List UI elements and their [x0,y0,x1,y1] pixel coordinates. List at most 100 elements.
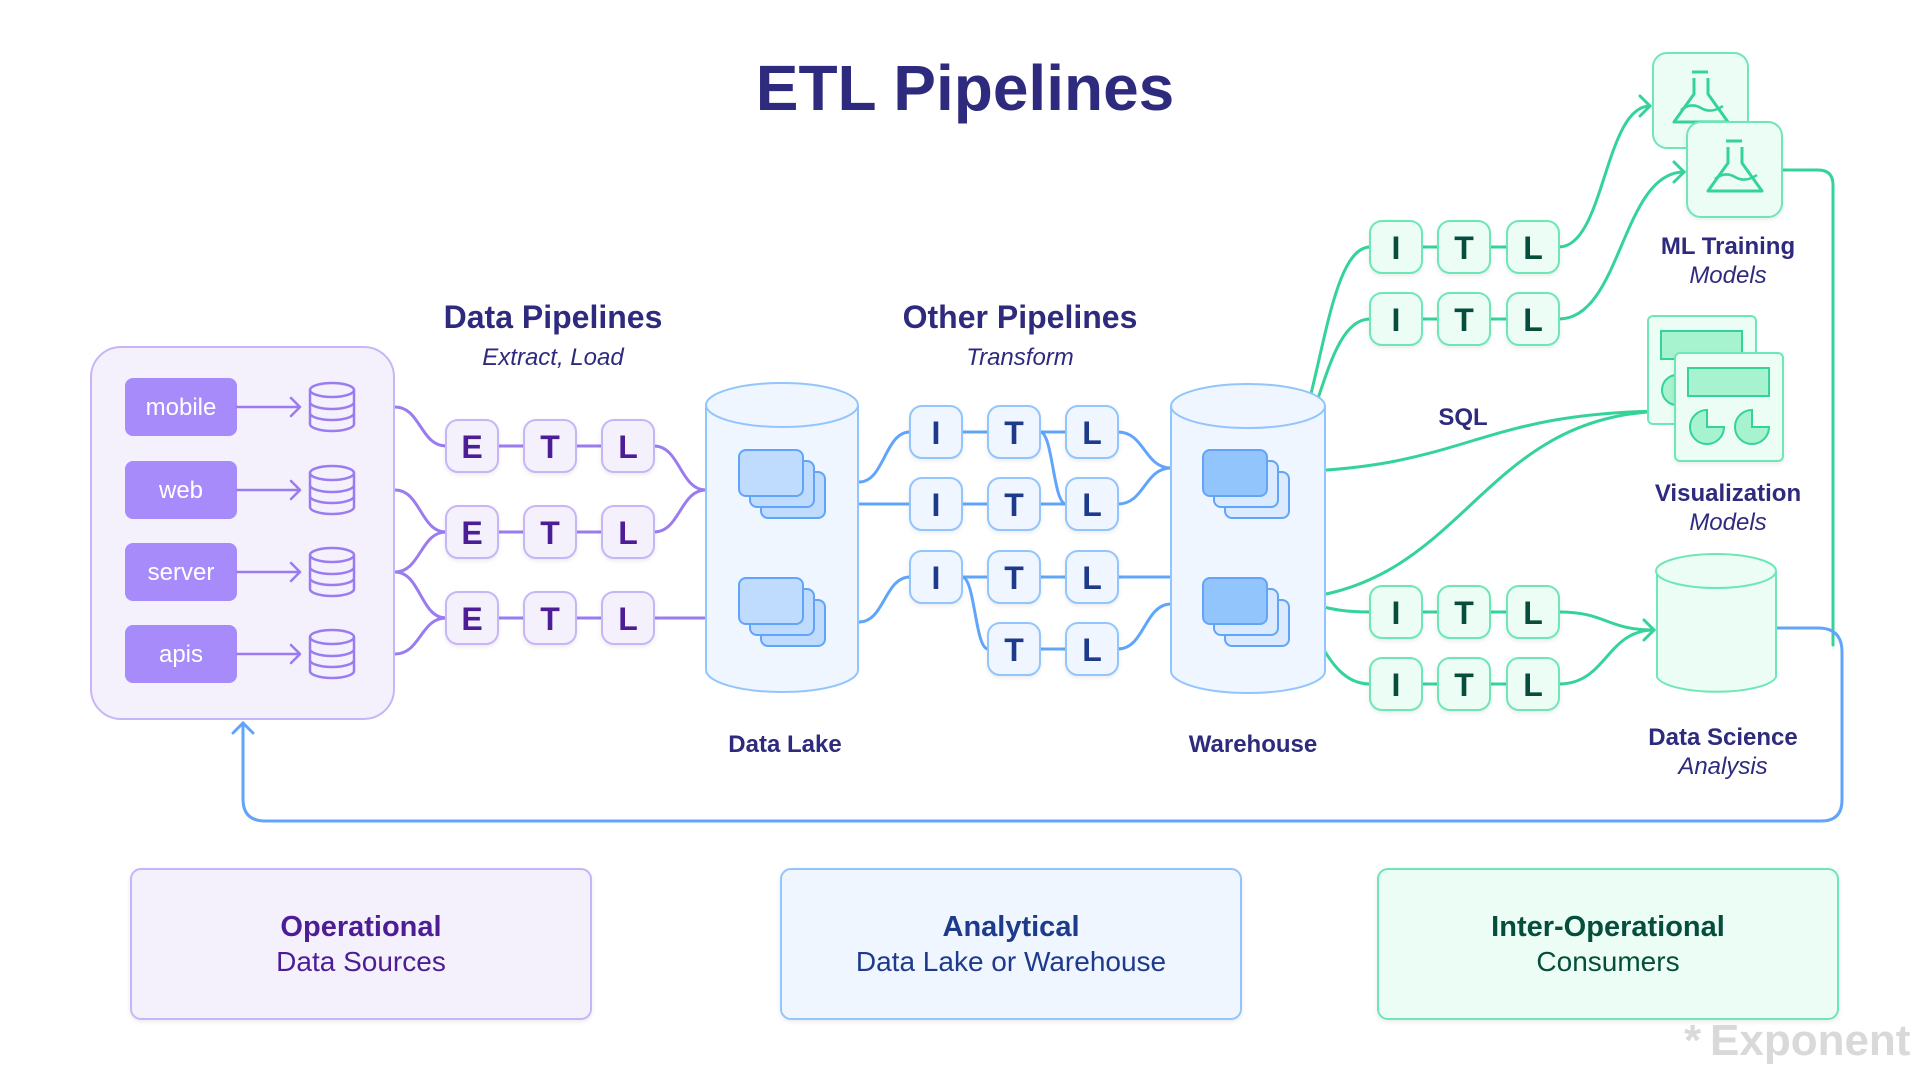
load-to-warehouse-line [1116,430,1173,470]
step-letter: T [1454,302,1474,338]
cross-link-line [960,575,990,651]
database-icon [308,381,356,433]
pipeline-step-l[interactable]: L [1506,657,1560,711]
pipeline-step-l[interactable]: L [601,591,655,645]
step-letter: I [932,487,941,523]
data-science-title: Data Science [1648,724,1797,751]
other-pipelines-heading: Other Pipelines [903,299,1138,335]
pipeline-step-t[interactable]: T [1437,292,1491,346]
lake-to-ingest-line [857,430,912,484]
feedback-to-sources-line [241,626,1844,823]
pipeline-step-i[interactable]: I [1369,585,1423,639]
step-letter: T [540,429,560,465]
source-apis[interactable]: apis [125,625,356,683]
dashboard-icon [1674,352,1784,462]
watermark-text: Exponent [1710,1016,1911,1065]
pipeline-step-t[interactable]: T [987,477,1041,531]
pipeline-step-l[interactable]: L [1065,405,1119,459]
load-to-ml-line [1557,170,1686,321]
arrow-right-icon [235,561,302,583]
ml-training-consumer[interactable] [1652,52,1783,218]
step-letter: L [1523,302,1543,338]
load-to-ds-line [1557,610,1656,632]
pipeline-step-t[interactable]: T [523,591,577,645]
data-pipelines-subtitle: Extract, Load [482,344,624,371]
step-letter: I [932,415,941,451]
source-server[interactable]: server [125,543,356,601]
step-letter: L [1523,667,1543,703]
step-letter: L [1523,595,1543,631]
pipeline-step-i[interactable]: I [1369,657,1423,711]
pipeline-step-l[interactable]: L [601,419,655,473]
category-operational: Operational Data Sources [130,868,592,1020]
pipeline-step-l[interactable]: L [1065,622,1119,676]
pipeline-step-i[interactable]: I [909,405,963,459]
pipeline-step-t[interactable]: T [523,419,577,473]
pipeline-step-l[interactable]: L [601,505,655,559]
source-chip[interactable] [125,543,237,601]
category-title: Inter-Operational [1491,911,1725,943]
step-letter: I [1392,230,1401,266]
pipeline-step-l[interactable]: L [1506,292,1560,346]
pipeline-step-i[interactable]: I [909,550,963,604]
pipeline-step-l[interactable]: L [1506,585,1560,639]
category-subtitle: Consumers [1536,946,1679,977]
pipeline-step-i[interactable]: I [1369,292,1423,346]
visualization-consumer[interactable] [1647,315,1784,462]
pipeline-step-t[interactable]: T [987,405,1041,459]
pipeline-step-e[interactable]: E [445,419,499,473]
source-web[interactable]: web [125,461,356,519]
pipeline-step-t[interactable]: T [987,622,1041,676]
pipeline-step-t[interactable]: T [987,550,1041,604]
pipeline-step-l[interactable]: L [1065,477,1119,531]
pipeline-step-i[interactable]: I [1369,220,1423,274]
pipeline-step-i[interactable]: I [909,477,963,531]
dataset-cards-icon [738,449,826,519]
ml-feedback-line [1780,168,1835,647]
source-chip[interactable] [125,461,237,519]
pipeline-step-l[interactable]: L [1065,550,1119,604]
step-letter: I [1392,302,1401,338]
data-lake-label: Data Lake [728,731,841,758]
source-chip[interactable] [125,378,237,436]
data-science-consumer[interactable] [1655,553,1777,693]
load-to-warehouse-line [1116,466,1173,506]
source-to-extract-line [393,616,448,656]
database-icon [308,546,356,598]
sql-label: SQL [1438,404,1487,431]
source-chip[interactable] [125,625,237,683]
cross-link-line [1038,430,1068,506]
category-title: Operational [280,911,441,943]
source-label: apis [159,641,203,668]
exponent-watermark: * Exponent [1684,1016,1911,1065]
pipeline-step-t[interactable]: T [1437,220,1491,274]
database-icon [308,628,356,680]
visualization-title: Visualization [1655,480,1801,507]
category-analytical: Analytical Data Lake or Warehouse [780,868,1242,1020]
step-letter: T [1454,230,1474,266]
step-letter: L [1082,487,1102,523]
flask-icon [1686,121,1783,218]
source-mobile[interactable]: mobile [125,378,356,436]
pipeline-step-l[interactable]: L [1506,220,1560,274]
warehouse[interactable] [1170,383,1326,694]
step-letter: E [461,429,482,465]
pipeline-step-t[interactable]: T [1437,657,1491,711]
source-to-extract-line [393,530,448,574]
page-title: ETL Pipelines [756,52,1175,124]
pipeline-step-t[interactable]: T [523,505,577,559]
arrow-head-icon [1642,618,1657,642]
step-letter: L [1523,230,1543,266]
sql-query-line [1266,409,1674,474]
pipeline-step-t[interactable]: T [1437,585,1491,639]
asterisk-logo-icon: * [1684,1016,1702,1065]
step-letter: L [618,515,638,551]
step-letter: L [1082,415,1102,451]
source-label: web [158,477,203,504]
data-lake[interactable] [705,382,859,693]
operational-sources-panel: mobile web server apis [90,346,395,720]
pipeline-step-e[interactable]: E [445,505,499,559]
pipeline-step-e[interactable]: E [445,591,499,645]
lake-to-ingest-line [857,575,912,624]
